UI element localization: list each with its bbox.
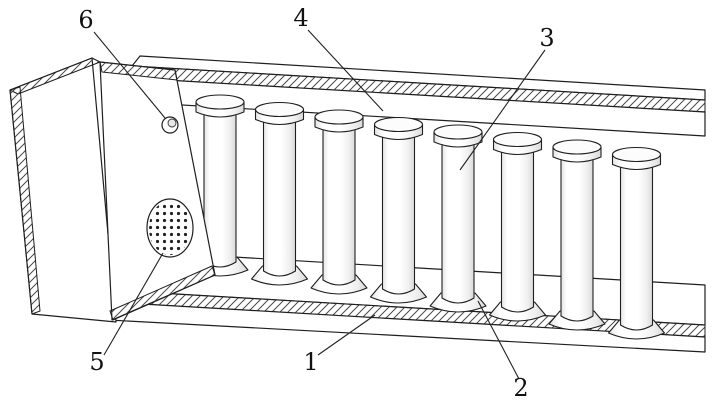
label-3: 3 xyxy=(539,24,554,52)
housing-left-edge-hatch xyxy=(9,86,41,315)
housing-interior-top-hatch xyxy=(99,61,178,81)
cylinder-body xyxy=(441,137,475,304)
leader-line-6 xyxy=(93,31,166,119)
cylinder-5 xyxy=(429,124,487,313)
leader-line-4 xyxy=(307,29,384,112)
leader-line-3 xyxy=(459,49,546,171)
cylinder-body xyxy=(262,114,297,277)
cylinder-cap-top xyxy=(611,146,662,163)
cylinder-2 xyxy=(250,101,309,286)
cylinder-body xyxy=(560,152,594,322)
leader-line-2 xyxy=(477,300,520,380)
housing-interior-bottom-hatch xyxy=(109,265,216,321)
left-housing xyxy=(9,57,216,323)
knob-center xyxy=(167,118,177,128)
cylinder-body xyxy=(381,129,416,295)
label-1: 1 xyxy=(303,348,318,376)
cylinder-6 xyxy=(488,131,547,322)
cylinder-body xyxy=(500,144,535,313)
cylinder-8 xyxy=(607,146,666,340)
leader-lines xyxy=(93,29,546,380)
label-6: 6 xyxy=(78,6,93,34)
top-plate xyxy=(131,55,706,137)
cylinder-4 xyxy=(369,116,428,304)
cylinder-cap-top xyxy=(552,139,602,155)
cylinder-cap-top xyxy=(373,116,424,133)
cylinder-1 xyxy=(191,94,249,277)
cylinder-3 xyxy=(310,109,368,295)
leader-line-1 xyxy=(317,314,376,356)
label-4: 4 xyxy=(293,4,308,32)
perforated-disc-holes xyxy=(149,201,191,255)
cylinder-body xyxy=(322,122,356,286)
cylinder-cap-top xyxy=(433,124,483,140)
cylinder-cap-top xyxy=(254,101,305,118)
cylinder-body xyxy=(619,159,654,331)
cylinder-cap-top xyxy=(195,94,245,110)
cylinder-7 xyxy=(548,139,606,331)
reference-numerals: 6 4 3 5 1 2 xyxy=(78,4,554,402)
label-2: 2 xyxy=(513,374,528,402)
cylinder-array xyxy=(191,94,666,340)
leader-line-5 xyxy=(103,252,164,356)
label-5: 5 xyxy=(89,348,104,376)
cylinder-cap-top xyxy=(314,109,364,125)
cylinder-cap-top xyxy=(492,131,543,148)
